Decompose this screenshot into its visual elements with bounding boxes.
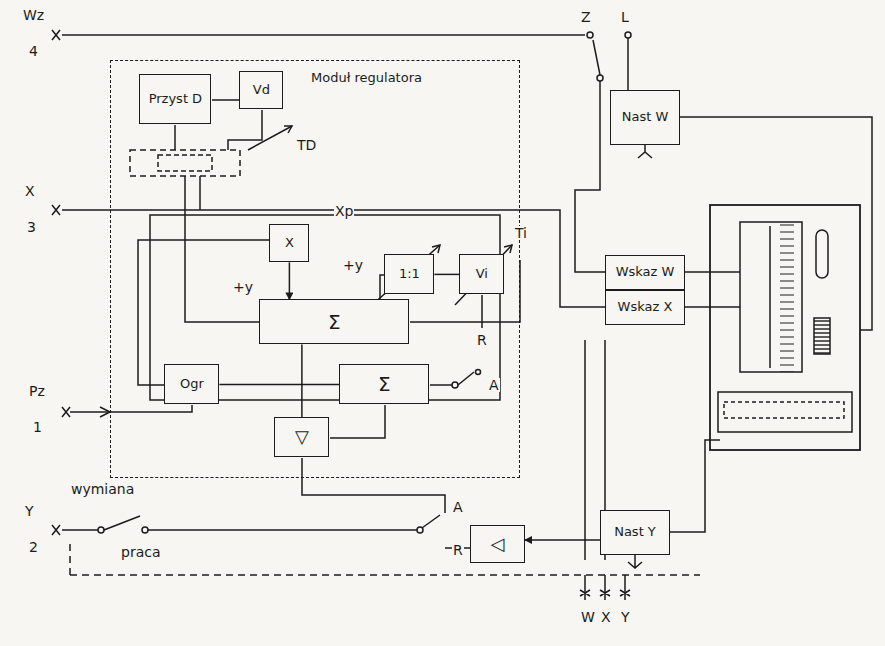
indicator-box: Wskaz X (605, 290, 685, 325)
switch-position: L (620, 10, 630, 24)
box-text: Σ (328, 311, 341, 333)
terminal-number: 2 (28, 540, 39, 554)
terminal-number: 1 (32, 420, 43, 434)
box-text: X (285, 236, 294, 250)
summer-box: Σ (259, 299, 409, 344)
box-text: Przyst D (149, 92, 203, 106)
derivative-unit: Przyst D (139, 74, 211, 124)
switch-position: R (452, 543, 464, 557)
switch-position: praca (120, 545, 162, 559)
parameter-name: Ti (514, 226, 528, 240)
terminal-name: W (580, 610, 596, 624)
switch-position: R (476, 333, 488, 347)
module-frame: Moduł regulatoraPrzyst D VdX Σ 1:1 ViOgr Σ ▽ (110, 60, 520, 478)
box-text: Vd (253, 83, 270, 97)
signal-line (289, 262, 291, 299)
box-text: 1:1 (399, 267, 420, 281)
terminal-name: Y (24, 504, 35, 518)
switch-position: wymiana (70, 482, 135, 496)
signal-line (301, 344, 303, 417)
error-box: X (269, 224, 309, 262)
terminal-name: Pz (28, 384, 46, 398)
box-text: Σ (378, 373, 391, 395)
terminal-name: Wz (22, 8, 45, 22)
amplifier-box: ◁ (470, 525, 525, 563)
terminal-name: Y (620, 610, 631, 624)
switch-position: A (452, 500, 464, 514)
switch-position: Z (580, 10, 592, 24)
terminal-number: 3 (26, 220, 37, 234)
amplifier-box: ▽ (274, 417, 329, 457)
box-text: Vi (476, 267, 488, 281)
signal-line (525, 539, 600, 541)
box-text: Nast W (622, 110, 669, 124)
output-setter-box: Nast Y (600, 510, 670, 555)
setpoint-box: Nast W (610, 90, 680, 145)
parameter-name: TD (296, 138, 317, 152)
summer-box: Σ (339, 364, 429, 404)
terminal-name: X (600, 610, 612, 624)
terminal-name: X (24, 184, 36, 198)
ratio-box: 1:1 (384, 254, 434, 294)
box-text: Ogr (180, 377, 204, 391)
terminal-number: 4 (28, 44, 39, 58)
gain-box: Vd (239, 71, 283, 109)
signal-name: +y (232, 280, 254, 294)
box-text: Moduł regulatora (311, 71, 422, 85)
box-text: ▽ (295, 427, 309, 447)
gain-box: Vi (459, 254, 504, 294)
signal-line (434, 274, 459, 276)
signal-line (219, 384, 339, 386)
parameter-name: Xp (334, 204, 354, 218)
indicator-box: Wskaz W (605, 255, 685, 290)
box-text: ◁ (491, 534, 505, 554)
box-text: Wskaz W (616, 265, 675, 279)
box-text: Wskaz X (618, 300, 673, 314)
signal-name: +y (342, 258, 364, 272)
limiter-box: Ogr (164, 364, 219, 404)
box-text: Nast Y (614, 525, 656, 539)
switch-position: A (488, 378, 500, 392)
